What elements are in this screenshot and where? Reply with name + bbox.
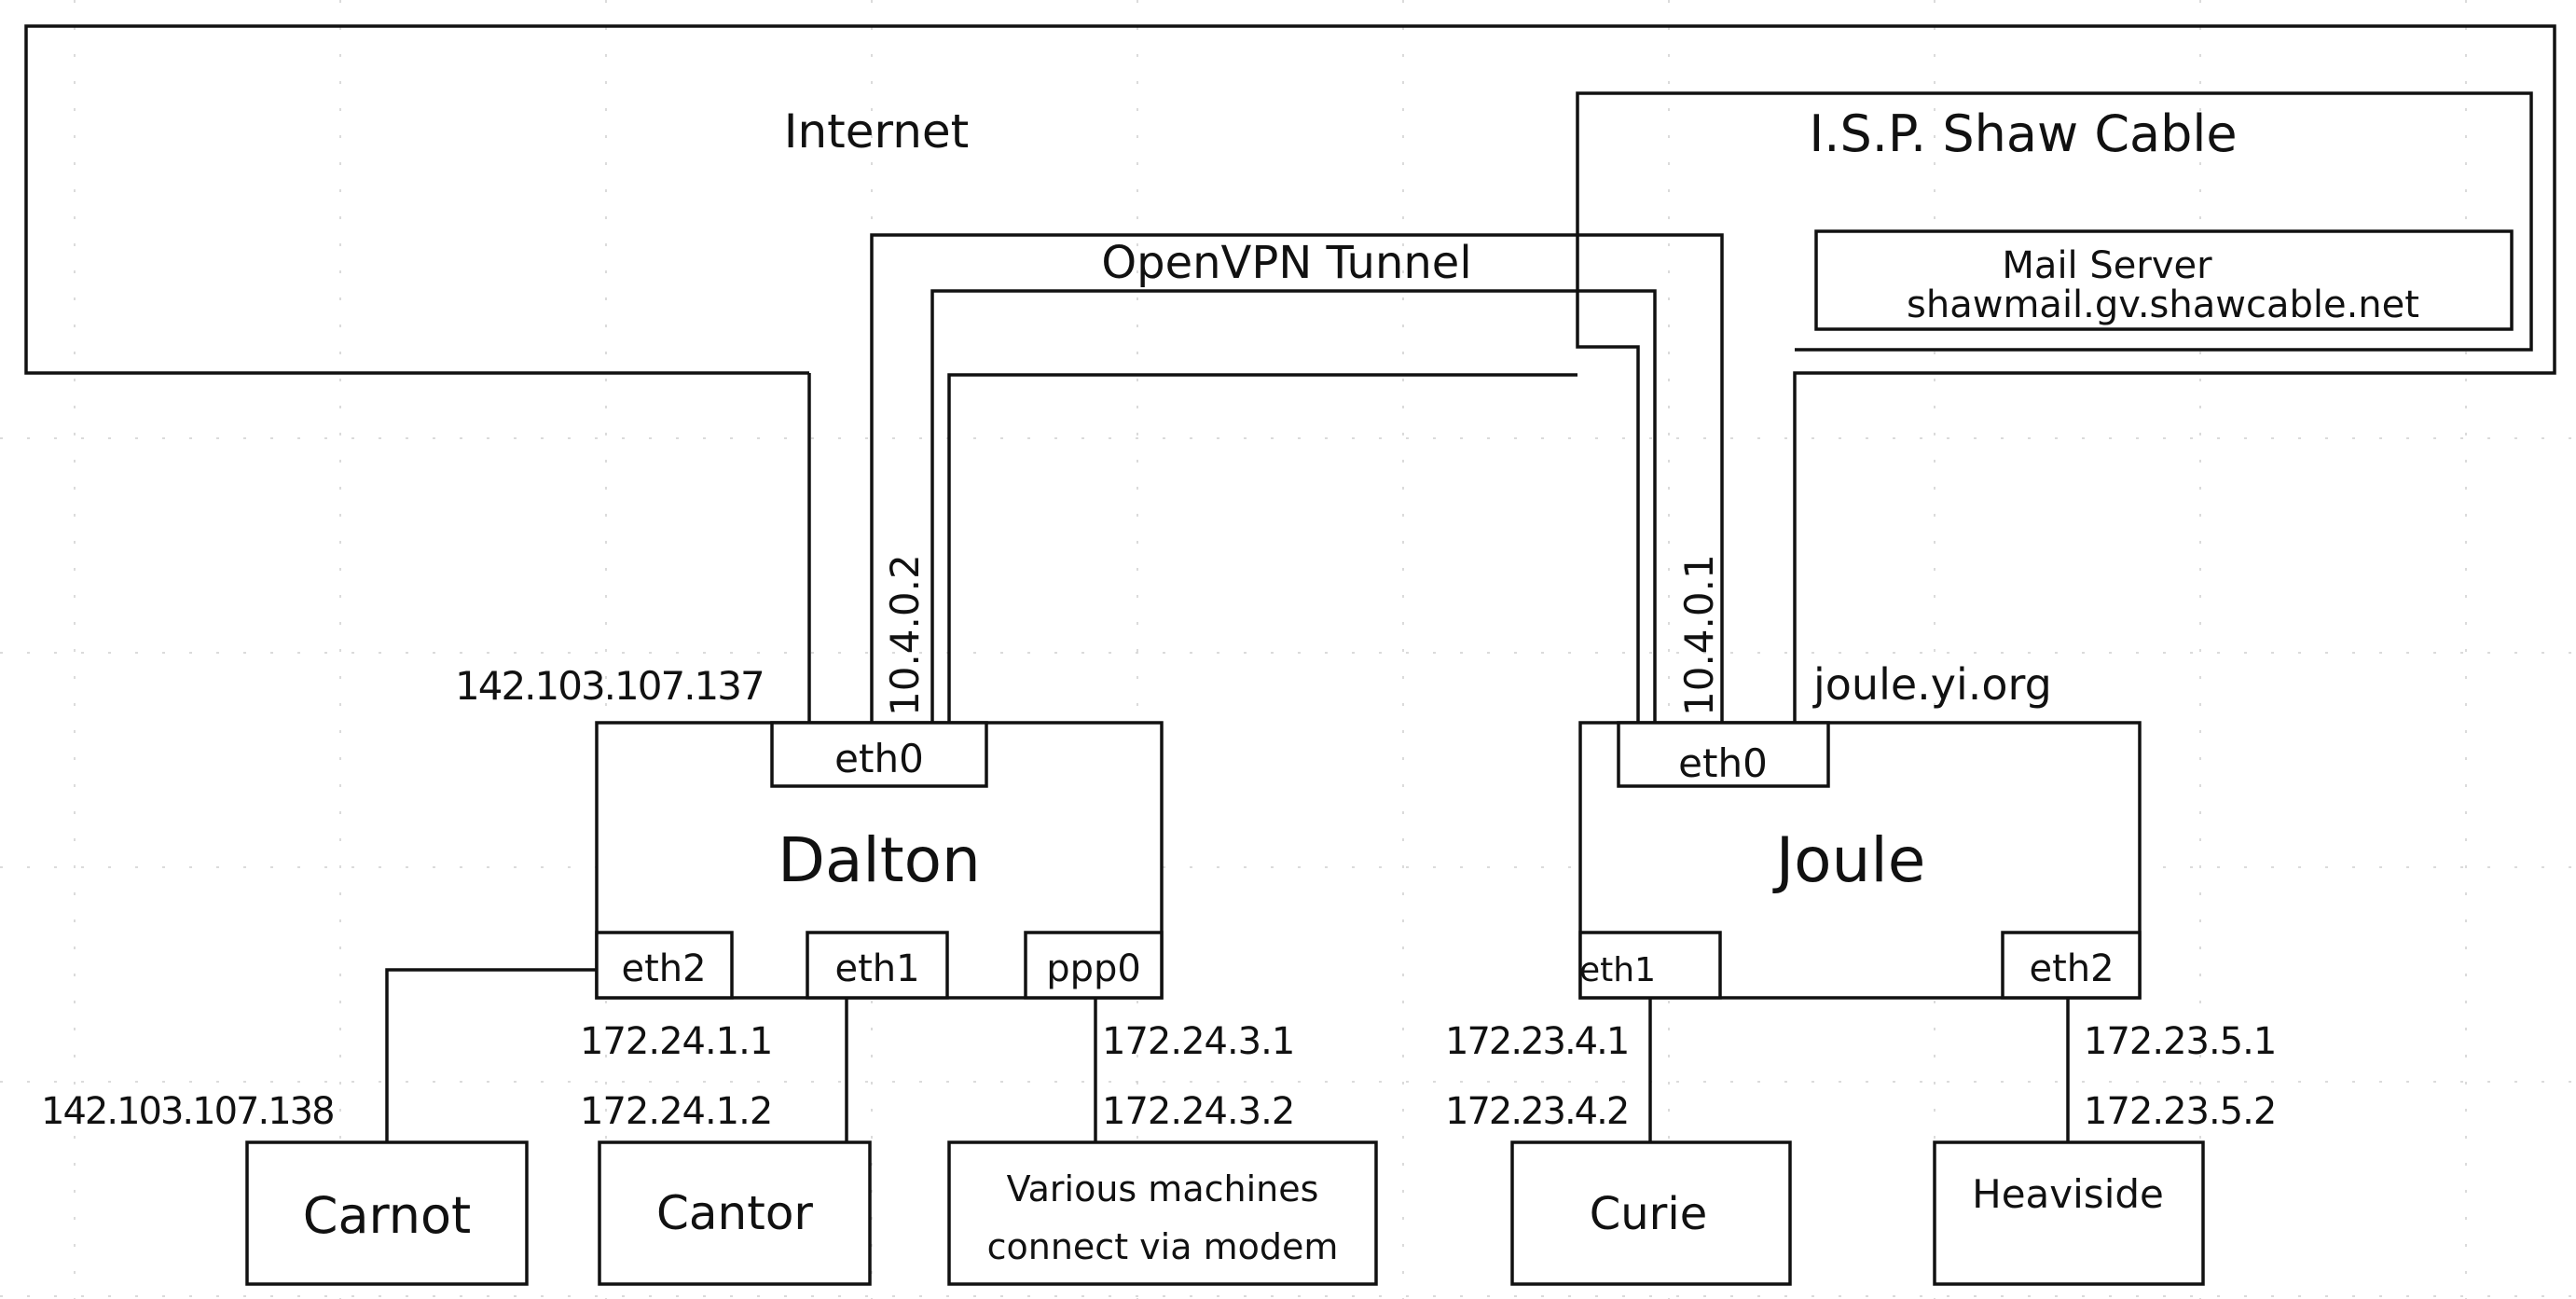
joule-eth2-peer-ip: 172.23.5.2 — [2084, 1090, 2276, 1133]
joule-eth0-label: eth0 — [1678, 740, 1768, 786]
dalton-eth2-peer-ip: 142.103.107.138 — [41, 1090, 334, 1133]
dalton-eth1-peer-ip: 172.24.1.2 — [580, 1090, 772, 1133]
mail-server-box — [1814, 229, 2514, 331]
dalton-eth2-port — [595, 931, 734, 1000]
tunnel-innermost — [947, 340, 1640, 723]
joule-name: Joule — [1772, 824, 1926, 896]
dalton-eth1-ip: 172.24.1.1 — [580, 1020, 772, 1063]
joule-eth0-port — [1617, 721, 1830, 788]
mail-server-host: shawmail.gv.shawcable.net — [1907, 283, 2419, 326]
joule-hostname: joule.yi.org — [1812, 659, 2052, 710]
curie-box — [1510, 1140, 1792, 1286]
isp-label: I.S.P. Shaw Cable — [1809, 104, 2237, 163]
joule-eth1-peer-ip: 172.23.4.2 — [1445, 1090, 1628, 1133]
dalton-ppp0-peer-ip: 172.24.3.2 — [1102, 1090, 1294, 1133]
joule-eth1-ip: 172.23.4.1 — [1445, 1020, 1628, 1063]
dalton-eth0-port — [770, 721, 988, 788]
heaviside-box — [1933, 1140, 2205, 1286]
cantor-box — [598, 1140, 872, 1286]
joule-eth2-ip: 172.23.5.1 — [2084, 1020, 2276, 1063]
dalton-eth1-port — [806, 931, 949, 1000]
dalton-ppp0-port — [1024, 931, 1164, 1000]
tunnel-inner — [930, 289, 1657, 723]
dalton-name: Dalton — [778, 824, 981, 896]
dalton-eth1-label: eth1 — [834, 947, 919, 990]
heaviside-label: Heaviside — [1972, 1171, 2164, 1217]
modem-label-line1: Various machines — [1007, 1168, 1319, 1209]
modem-label-line2: connect via modem — [987, 1226, 1339, 1267]
dalton-ppp0-label: ppp0 — [1046, 947, 1141, 990]
dalton-tunnel-ip: 10.4.0.2 — [882, 554, 928, 716]
joule-eth2-label: eth2 — [2029, 947, 2114, 990]
joule-eth2-port — [2001, 931, 2142, 1000]
mail-server-title: Mail Server — [2002, 244, 2212, 287]
internet-label: Internet — [784, 104, 970, 159]
carnot-box — [245, 1140, 529, 1286]
modem-box — [947, 1140, 1378, 1286]
joule-eth1-label: eth1 — [1579, 951, 1656, 989]
dalton-ip-external: 142.103.107.137 — [455, 663, 764, 709]
joule-eth1-port — [1578, 931, 1722, 1000]
curie-label: Curie — [1590, 1188, 1708, 1240]
isp-boundary — [1576, 91, 2533, 352]
carnot-label: Carnot — [303, 1186, 471, 1245]
cantor-label: Cantor — [656, 1186, 813, 1240]
dalton-eth2-label: eth2 — [621, 947, 706, 990]
dalton-eth2-link — [385, 968, 597, 1142]
internet-boundary — [24, 24, 2556, 942]
dalton-ppp0-ip: 172.24.3.1 — [1102, 1020, 1294, 1063]
tunnel-outer — [870, 233, 1724, 723]
joule-tunnel-ip: 10.4.0.1 — [1676, 554, 1722, 716]
dalton-eth0-label: eth0 — [834, 736, 924, 781]
tunnel-label: OpenVPN Tunnel — [1101, 237, 1471, 289]
